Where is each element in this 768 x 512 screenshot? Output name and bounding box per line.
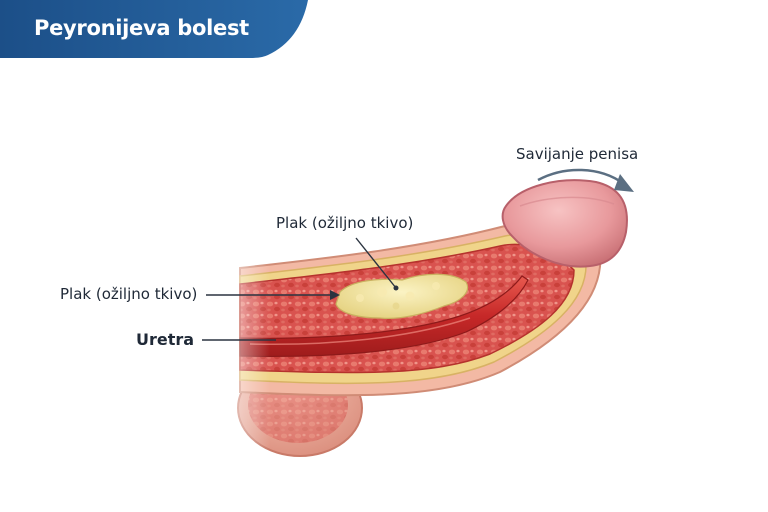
bending-arrow (537, 168, 634, 192)
label-bending: Savijanje penisa (516, 145, 639, 163)
plaque-left-leader (206, 290, 340, 300)
label-plaque-left: Plak (ožiljno tkivo) (60, 285, 198, 303)
glans (501, 179, 628, 268)
plaque-top-leader (355, 237, 399, 291)
fade-overlay (200, 240, 270, 460)
plaque (335, 273, 469, 319)
label-plaque-top: Plak (ožiljno tkivo) (276, 214, 414, 232)
label-urethra: Uretra (136, 330, 195, 349)
page-title: Peyronijeva bolest (34, 16, 249, 40)
title-banner: Peyronijeva bolest (0, 0, 310, 58)
banner-shape (0, 0, 308, 58)
